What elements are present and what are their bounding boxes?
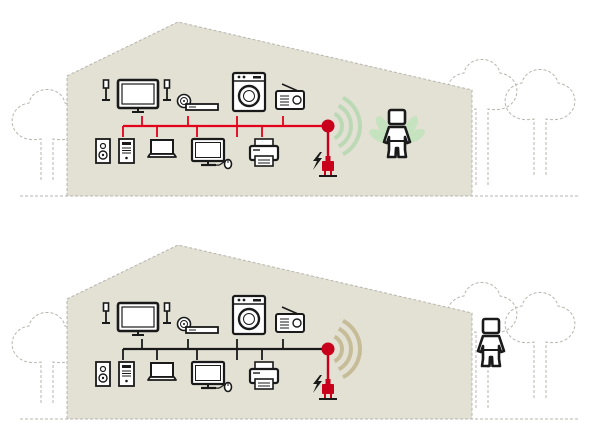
laptop-icon [147, 362, 177, 381]
pc-tower-icon [118, 361, 135, 387]
scenes-layer [11, 21, 580, 420]
wireless-waves-icon [333, 95, 362, 157]
network-bus [122, 116, 328, 137]
wireless-waves-icon [333, 318, 362, 380]
network-node [321, 119, 335, 133]
person-icon [476, 317, 506, 368]
laptop-icon [147, 139, 177, 158]
washing-machine-icon [231, 71, 267, 113]
person-icon [382, 108, 412, 159]
hifi-tower-icon [95, 138, 111, 164]
scene-bottom [11, 244, 580, 420]
hifi-tower-icon [95, 361, 111, 387]
scene-top [11, 21, 580, 197]
network-node [321, 342, 335, 356]
powerline-adapter [321, 342, 335, 379]
tree-far-right-outline [504, 292, 576, 398]
tv-icon [116, 301, 160, 337]
washing-machine-icon [231, 294, 267, 336]
network-bus [122, 339, 328, 360]
powerline-adapter [321, 119, 335, 156]
tv-icon [116, 78, 160, 114]
pc-tower-icon [118, 138, 135, 164]
tree-far-right-outline [504, 69, 576, 175]
